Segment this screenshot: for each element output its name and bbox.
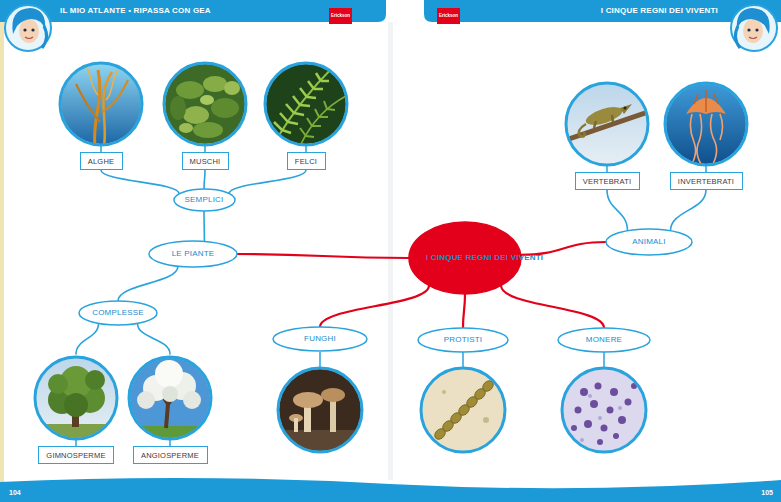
photo-card: GIMNOSPERME xyxy=(30,354,122,464)
node-label: ALGHE xyxy=(88,157,114,166)
algae-photo xyxy=(60,63,142,146)
label-box: FELCI xyxy=(287,152,326,170)
connector xyxy=(607,190,628,231)
node-label: INVERTEBRATI xyxy=(678,177,734,186)
connector xyxy=(463,294,465,328)
node-label: MUSCHI xyxy=(190,157,221,166)
connector xyxy=(138,323,171,354)
moss-photo xyxy=(164,63,246,145)
connector xyxy=(237,254,409,258)
connector xyxy=(320,286,429,327)
photo-card: VERTEBRATI xyxy=(561,80,653,190)
page-gutter xyxy=(388,22,393,480)
node-label: COMPLESSE xyxy=(92,308,144,318)
header-band xyxy=(424,0,781,22)
connector xyxy=(229,170,306,194)
stub-line xyxy=(603,352,605,368)
category-ellipse: MONERE xyxy=(557,327,651,353)
connector xyxy=(203,211,205,241)
mascot-avatar xyxy=(5,5,51,51)
connector xyxy=(118,266,178,301)
photo-frame xyxy=(421,368,505,452)
connector xyxy=(76,323,99,354)
stub-line xyxy=(75,439,77,446)
connector xyxy=(521,242,606,255)
stub-line xyxy=(169,439,171,446)
mascot-avatar xyxy=(731,5,777,51)
blossom-tree-photo xyxy=(129,357,211,440)
photo-frame xyxy=(278,368,362,452)
node-label: ANGIOSPERME xyxy=(141,451,199,460)
stub-line xyxy=(319,352,321,368)
photo-card: MUSCHI xyxy=(159,60,251,170)
footer-band xyxy=(0,478,781,502)
jellyfish-photo xyxy=(665,83,747,165)
label-box: INVERTEBRATI xyxy=(670,172,743,190)
category-ellipse: PROTISTI xyxy=(417,327,509,353)
node-label: LE PIANTE xyxy=(172,249,215,259)
bacteria-photo xyxy=(562,368,646,452)
stub-line xyxy=(606,165,608,172)
mushroom-photo xyxy=(278,368,362,452)
fern-photo xyxy=(265,63,347,146)
stub-line xyxy=(100,145,102,152)
photo-frame xyxy=(566,83,648,165)
stub-line xyxy=(462,352,464,368)
stub-line xyxy=(705,165,707,172)
running-header: I CINQUE REGNI DEI VIVENTI xyxy=(601,6,718,16)
conifer-photo xyxy=(35,357,117,440)
photo-frame xyxy=(60,63,142,145)
protist-photo xyxy=(421,368,505,452)
node-label: I CINQUE REGNI DEI VIVENTI xyxy=(426,253,504,263)
photo-card: FELCI xyxy=(260,60,352,170)
category-ellipse: FUNGHI xyxy=(272,326,368,352)
node-label: VERTEBRATI xyxy=(583,177,631,186)
page-edge xyxy=(0,0,4,502)
category-ellipse: COMPLESSE xyxy=(78,300,158,326)
label-box: MUSCHI xyxy=(182,152,229,170)
photo-frame xyxy=(265,63,347,145)
connector xyxy=(671,190,707,231)
node-label: MONERE xyxy=(586,335,622,345)
connector xyxy=(501,286,604,328)
photo-frame xyxy=(35,357,117,439)
node-label: ANIMALI xyxy=(632,237,665,247)
chameleon-photo xyxy=(566,83,648,165)
label-box: ALGHE xyxy=(80,152,123,170)
running-header: IL MIO ATLANTE • RIPASSA CON GEA xyxy=(60,6,211,16)
connector xyxy=(204,170,205,189)
photo-frame xyxy=(164,63,246,145)
node-label: PROTISTI xyxy=(444,335,483,345)
node-label: GIMNOSPERME xyxy=(46,451,105,460)
category-ellipse: SEMPLICI xyxy=(173,188,236,212)
connector xyxy=(101,170,179,194)
publisher-logo: Erickson xyxy=(329,8,352,24)
page-number: 104 xyxy=(9,488,21,497)
root-ellipse: I CINQUE REGNI DEI VIVENTI xyxy=(408,221,522,295)
photo-card: ANGIOSPERME xyxy=(124,354,216,464)
node-label: FELCI xyxy=(295,157,317,166)
publisher-logo: Erickson xyxy=(437,8,460,24)
label-box: ANGIOSPERME xyxy=(133,446,208,464)
node-label: FUNGHI xyxy=(304,334,336,344)
photo-frame xyxy=(129,357,211,439)
stub-line xyxy=(305,145,307,152)
photo-frame xyxy=(665,83,747,165)
photo-card: ALGHE xyxy=(55,60,147,170)
category-ellipse: LE PIANTE xyxy=(148,240,238,268)
label-box: GIMNOSPERME xyxy=(38,446,114,464)
label-box: VERTEBRATI xyxy=(575,172,640,190)
node-label: SEMPLICI xyxy=(185,195,224,205)
page-number: 105 xyxy=(761,488,773,497)
stub-line xyxy=(204,145,206,152)
category-ellipse: ANIMALI xyxy=(605,228,693,256)
photo-frame xyxy=(562,368,646,452)
photo-card: INVERTEBRATI xyxy=(660,80,752,190)
